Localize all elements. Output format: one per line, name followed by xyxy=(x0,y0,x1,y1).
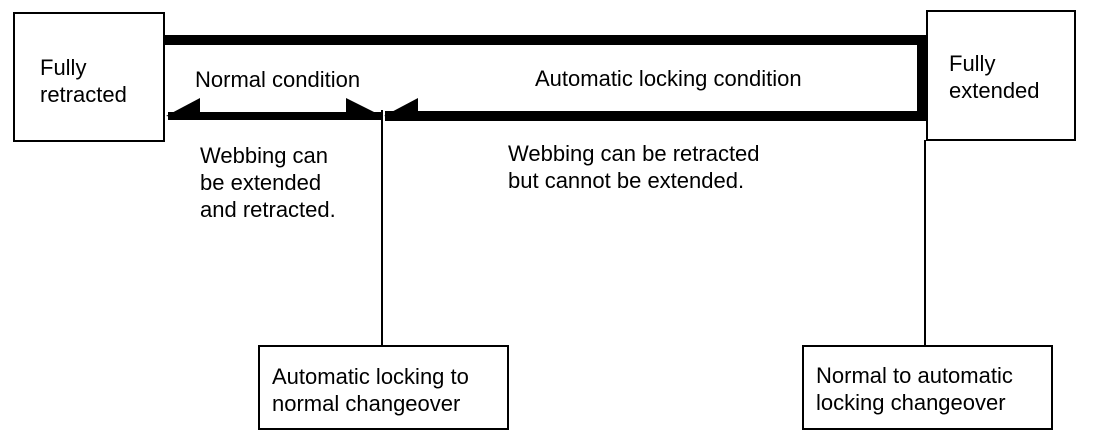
arrow-left-icon xyxy=(384,98,418,120)
auto-to-normal-changeover-box xyxy=(258,345,509,430)
fully-retracted-box xyxy=(13,12,165,142)
automatic-locking-condition-label: Automatic locking condition xyxy=(535,66,802,91)
normal-to-auto-changeover-box xyxy=(802,345,1053,430)
auto-to-normal-changeover-label: Automatic locking to normal changeover xyxy=(272,364,469,416)
arrow-left-icon xyxy=(166,98,200,120)
automatic-locking-description: Webbing can be retracted but cannot be e… xyxy=(508,141,760,193)
fully-extended-box xyxy=(926,10,1076,141)
arrow-right-icon xyxy=(346,98,382,120)
fully-retracted-label: Fully retracted xyxy=(40,55,127,107)
normal-condition-label: Normal condition xyxy=(195,67,361,92)
normal-to-auto-changeover-label: Normal to automatic locking changeover xyxy=(816,363,1013,415)
condition-frame xyxy=(165,35,927,121)
normal-condition-description: Webbing can be extended and retracted. xyxy=(200,143,336,222)
fully-extended-label: Fully extended xyxy=(949,51,1040,103)
